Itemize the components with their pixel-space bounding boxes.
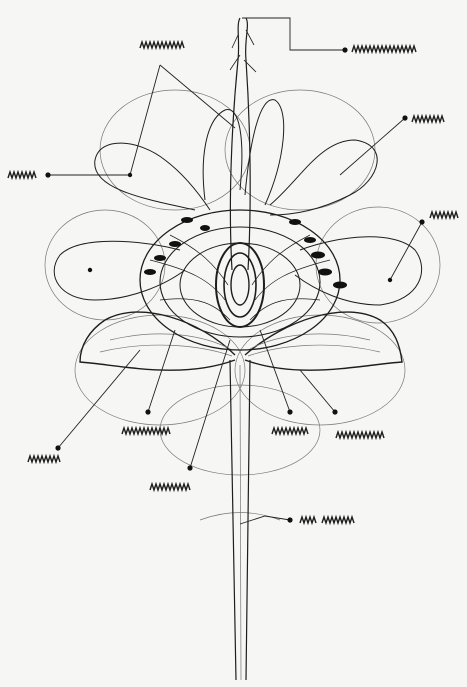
- paper-background: [0, 0, 467, 687]
- flower-diagram: [0, 0, 467, 687]
